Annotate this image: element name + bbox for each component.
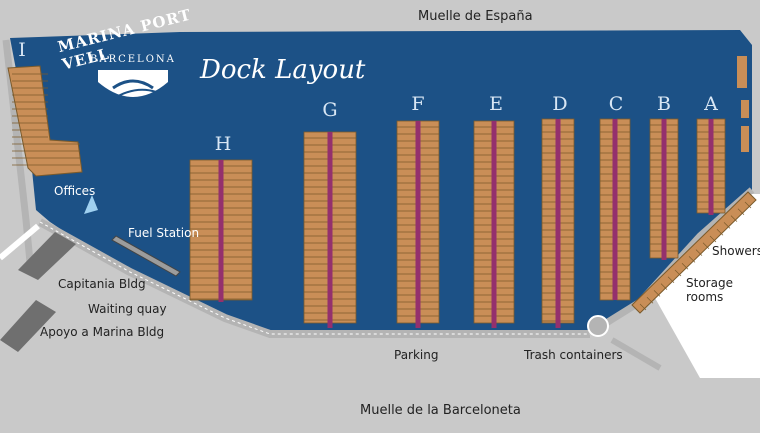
roundabout [587,315,609,337]
east-building-line [688,256,696,263]
dock-A-west-slips [696,118,710,214]
dock-A [696,118,726,215]
label-showers: Showers [712,244,760,258]
offices-marker [84,195,98,214]
label-capitania: Capitania Bldg [58,277,146,291]
west-quay [2,39,34,263]
road-east [610,337,662,371]
east-building-line [667,276,675,284]
dock-A-east-slips [712,118,726,214]
east-building-line [716,228,724,236]
map-title: Dock Layout [200,55,366,85]
dock-label-E: E [489,93,503,115]
east-building-line [737,208,745,216]
east-building [631,191,757,314]
storage-area [655,194,760,378]
dock-G [303,131,357,328]
label-waiting-quay: Waiting quay [88,302,167,316]
dock-D [541,118,575,328]
dock-label-A: A [704,93,718,115]
dock-D-east-slips [559,118,575,324]
dock-F [396,120,440,328]
dock-C [599,118,631,301]
east-building-line [702,242,710,250]
south-quay-dash [39,221,590,335]
dock-B [649,118,679,260]
dock-I-slips [12,73,80,166]
east-building-line [653,290,661,297]
dock-label-B: B [657,93,671,115]
fuel-station-pontoon [111,235,181,277]
label-storage: Storage rooms [686,276,733,304]
label-muelle-espana: Muelle de España [418,9,533,24]
apoyo-building [0,300,56,352]
logo-emblem [98,70,168,97]
east-pier-1 [737,56,747,88]
dock-I-pier [7,65,83,177]
dock-E [473,120,515,328]
dock-label-F: F [411,93,425,115]
east-building-line [660,283,668,290]
east-building-line [674,269,682,277]
east-pier-3 [741,126,749,152]
label-fuel-station: Fuel Station [128,226,200,240]
east-building-line [709,235,717,243]
dock-D-west-slips [541,118,557,324]
dock-label-C: C [608,93,624,115]
label-parking: Parking [394,348,439,362]
east-building-line [681,262,689,270]
road-south [0,223,40,261]
east-building-line [646,296,654,304]
marina-logo: MARINA PORT VELL BARCELONA [56,6,208,112]
label-trash: Trash containers [524,348,623,362]
dock-label-H: H [214,133,232,155]
dock-label-G: G [322,99,338,121]
dock-H [189,159,253,302]
dock-label-D: D [552,93,568,115]
east-building-line [695,249,703,256]
label-apoyo: Apoyo a Marina Bldg [40,325,165,339]
east-building-lines [639,201,752,311]
east-building-line [730,215,738,222]
capitania-building [18,232,76,280]
dock-piers [189,118,752,328]
east-pier-2 [741,100,749,118]
east-building-line [639,303,647,311]
dock-label-I: I [18,39,26,61]
logo-subtitle: BARCELONA [90,54,176,65]
label-muelle-barceloneta: Muelle de la Barceloneta [360,403,521,418]
label-offices: Offices [54,184,96,198]
east-building-line [723,222,731,229]
east-building-line [744,201,752,209]
